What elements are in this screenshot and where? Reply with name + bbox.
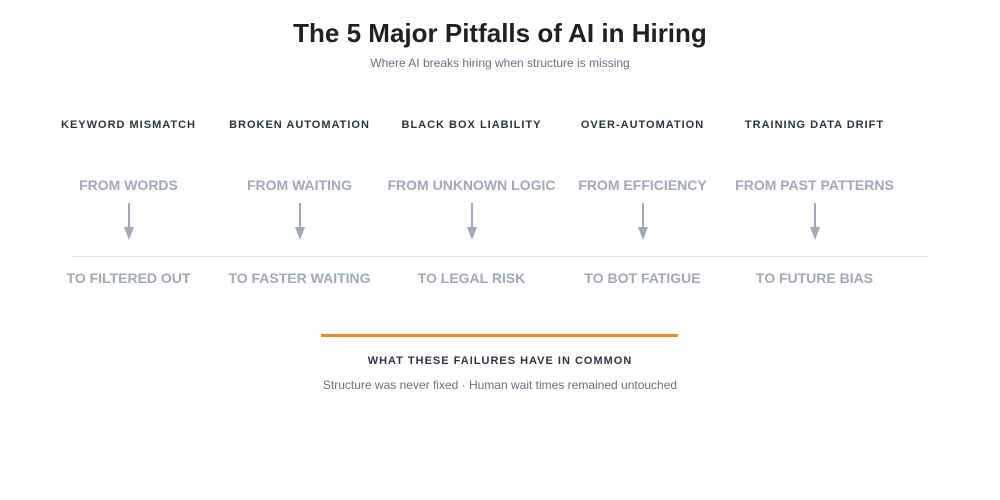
arrow-down-icon <box>637 203 648 240</box>
pitfall-to: TO FASTER WAITING <box>228 270 371 286</box>
arrow-down-icon <box>294 203 305 240</box>
pitfall-heading: OVER-AUTOMATION <box>580 119 705 131</box>
pitfall-to: TO LEGAL RISK <box>417 270 526 286</box>
page-title: The 5 Major Pitfalls of AI in Hiring <box>293 18 707 48</box>
common-heading: WHAT THESE FAILURES HAVE IN COMMON <box>367 355 633 367</box>
common-summary: Structure was never fixed · Human wait t… <box>322 378 678 392</box>
pitfall-heading: BLACK BOX LIABILITY <box>401 119 542 131</box>
pitfall-to: TO FUTURE BIAS <box>755 270 874 286</box>
pitfall-heading: TRAINING DATA DRIFT <box>744 119 885 131</box>
pitfall-from: FROM PAST PATTERNS <box>735 177 894 193</box>
divider-line <box>71 256 928 257</box>
pitfall-from: FROM EFFICIENCY <box>578 177 707 193</box>
arrow-down-icon <box>466 203 477 240</box>
arrow-down-icon <box>809 203 820 240</box>
pitfall-heading: KEYWORD MISMATCH <box>61 119 196 131</box>
pitfall-to: TO FILTERED OUT <box>66 270 191 286</box>
pitfall-from: FROM UNKNOWN LOGIC <box>387 177 556 193</box>
accent-rule <box>321 334 678 337</box>
page-subtitle: Where AI breaks hiring when structure is… <box>370 56 630 70</box>
pitfall-from: FROM WORDS <box>79 177 178 193</box>
pitfall-heading: BROKEN AUTOMATION <box>229 119 370 131</box>
pitfall-to: TO BOT FATIGUE <box>584 270 701 286</box>
pitfall-from: FROM WAITING <box>247 177 352 193</box>
arrow-down-icon <box>123 203 134 240</box>
